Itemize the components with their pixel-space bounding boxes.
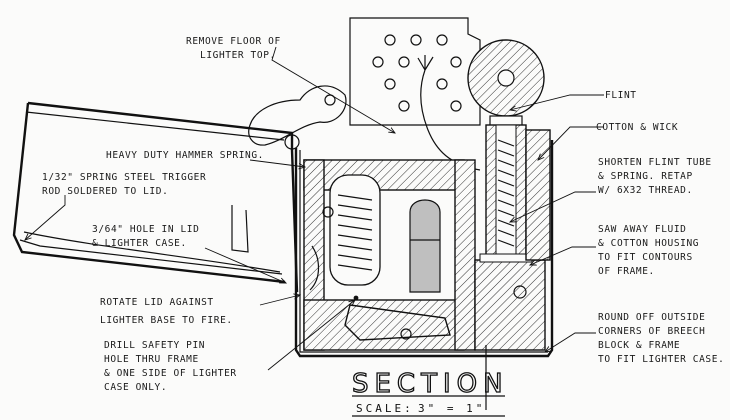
callout-line: LIGHTER TOP. bbox=[200, 50, 276, 61]
callout-line: REMOVE FLOOR OF bbox=[186, 36, 281, 47]
callout-line: LIGHTER BASE TO FIRE. bbox=[100, 315, 233, 326]
callout-line: SAW AWAY FLUID bbox=[598, 224, 686, 235]
callout-line: & ONE SIDE OF LIGHTER bbox=[104, 368, 237, 379]
callout-hammer-spring: HEAVY DUTY HAMMER SPRING. bbox=[106, 150, 264, 161]
callout-line: ROTATE LID AGAINST bbox=[100, 297, 214, 308]
chimney-plate bbox=[349, 17, 481, 126]
flint-wheel bbox=[467, 39, 545, 127]
callout-cotton-wick: COTTON & WICK bbox=[596, 122, 678, 133]
callout-line: 3/64" HOLE IN LID bbox=[92, 224, 199, 235]
leader-lines bbox=[25, 46, 604, 371]
callout-round-off: ROUND OFF OUTSIDE CORNERS OF BREECH BLOC… bbox=[598, 312, 724, 365]
section-title: SECTION bbox=[352, 369, 509, 399]
callout-line: & COTTON HOUSING bbox=[598, 238, 699, 249]
callout-line: ROD SOLDERED TO LID. bbox=[42, 186, 168, 197]
callout-rotate-lid: ROTATE LID AGAINST LIGHTER BASE TO FIRE. bbox=[100, 297, 233, 326]
callout-line: CASE ONLY. bbox=[104, 382, 167, 393]
callout-line: HEAVY DUTY HAMMER SPRING. bbox=[106, 150, 264, 161]
callout-line: TO FIT LIGHTER CASE. bbox=[598, 354, 724, 365]
hammer-block bbox=[344, 304, 451, 341]
callout-line: FLINT bbox=[605, 90, 637, 101]
scale-label: SCALE: bbox=[356, 402, 414, 415]
trigger-rod bbox=[231, 205, 249, 253]
callout-line: W/ 6x32 THREAD. bbox=[598, 185, 693, 196]
scale-value: 3" = 1" bbox=[418, 402, 485, 415]
callout-saw-away: SAW AWAY FLUID & COTTON HOUSING TO FIT C… bbox=[598, 224, 699, 277]
callout-line: BLOCK & FRAME bbox=[598, 340, 680, 351]
callout-line: TO FIT CONTOURS bbox=[598, 252, 693, 263]
callout-line: HOLE THRU FRAME bbox=[104, 354, 199, 365]
callout-hole-lid: 3/64" HOLE IN LID & LIGHTER CASE. bbox=[92, 224, 199, 249]
callout-trigger-rod: 1/32" SPRING STEEL TRIGGER ROD SOLDERED … bbox=[42, 172, 206, 197]
callout-line: DRILL SAFETY PIN bbox=[104, 340, 205, 351]
callout-line: OF FRAME. bbox=[598, 266, 655, 277]
callout-drill-safety: DRILL SAFETY PIN HOLE THRU FRAME & ONE S… bbox=[104, 340, 237, 393]
callout-line: ROUND OFF OUTSIDE bbox=[598, 312, 705, 323]
callout-shorten-flint: SHORTEN FLINT TUBE & SPRING. RETAP W/ 6x… bbox=[598, 157, 712, 196]
callout-line: SHORTEN FLINT TUBE bbox=[598, 157, 712, 168]
callout-line: & LIGHTER CASE. bbox=[92, 238, 187, 249]
callout-line: 1/32" SPRING STEEL TRIGGER bbox=[42, 172, 206, 183]
cam-lever bbox=[248, 85, 347, 146]
callout-remove-floor: REMOVE FLOOR OF LIGHTER TOP. bbox=[186, 36, 281, 61]
callout-line: CORNERS OF BREECH bbox=[598, 326, 705, 337]
hammer-spring bbox=[329, 174, 381, 286]
callout-line: COTTON & WICK bbox=[596, 122, 678, 133]
flint-tube bbox=[479, 124, 551, 263]
lighter-lid bbox=[12, 101, 300, 293]
callout-flint: FLINT bbox=[605, 90, 637, 101]
lighter-case bbox=[294, 140, 554, 358]
callout-line: & SPRING. RETAP bbox=[598, 171, 693, 182]
cartridge bbox=[409, 199, 441, 293]
